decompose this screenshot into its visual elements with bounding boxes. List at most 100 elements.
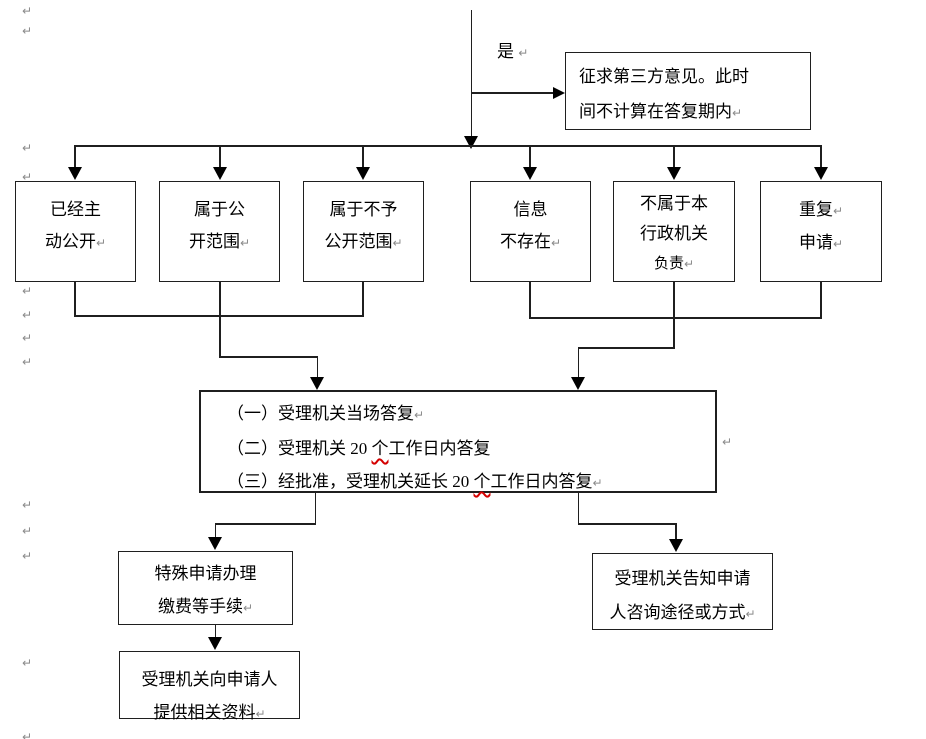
box-text: 属于不予: [329, 200, 398, 219]
box-text: 开范围: [188, 232, 240, 251]
stub-line: [74, 146, 76, 167]
box-text: 缴费等手续: [157, 597, 243, 616]
connector-line: [529, 282, 531, 318]
arrowhead-right-icon: [553, 87, 565, 99]
stub-line: [362, 146, 364, 167]
paragraph-mark: ↵: [518, 46, 529, 60]
stub-line: [219, 146, 221, 167]
box-public-scope: 属于公 开范围↵: [159, 181, 280, 282]
yes-label: 是 ↵: [497, 37, 528, 62]
box-third-party-opinion: 征求第三方意见。此时 间不计算在答复期内↵: [565, 52, 811, 130]
box-text: 受理机关向申请人: [141, 670, 278, 689]
paragraph-mark: ↵: [832, 237, 844, 251]
arrowhead-down-icon: [667, 167, 681, 180]
box-text: 负责: [653, 256, 684, 272]
stub-line: [529, 146, 531, 167]
paragraph-mark: ↵: [22, 549, 33, 563]
box-reply-rules: （一）受理机关当场答复↵ （二）受理机关 20 个工作日内答复 （三）经批准，受…: [199, 390, 717, 493]
paragraph-mark: ↵: [22, 284, 33, 298]
box-text: （三）经批准，受理机关延长 20: [227, 472, 474, 491]
box-text: 提供相关资料: [153, 703, 256, 722]
paragraph-mark: ↵: [722, 435, 733, 449]
box-text: 工作日内答复: [388, 439, 491, 458]
box-text: 特殊申请办理: [154, 564, 257, 583]
arrowhead-down-icon: [68, 167, 82, 180]
paragraph-mark: ↵: [22, 141, 33, 155]
box-non-public-scope: 属于不予 公开范围↵: [303, 181, 424, 282]
box-text: 属于公: [194, 200, 245, 219]
paragraph-mark: ↵: [550, 236, 562, 250]
box-provide-material: 受理机关向申请人 提供相关资料↵: [119, 651, 300, 722]
spellcheck-squiggle-text: 个: [371, 439, 389, 458]
paragraph-mark: ↵: [592, 476, 603, 490]
paragraph-mark: ↵: [392, 236, 403, 250]
arrowhead-down-icon: [571, 377, 585, 390]
paragraph-mark: ↵: [22, 730, 33, 739]
arrowhead-down-icon: [669, 539, 683, 552]
paragraph-mark: ↵: [22, 331, 33, 345]
connector-line: [219, 282, 221, 357]
connector-line: [74, 282, 76, 316]
box-text: 不属于本: [640, 194, 708, 213]
branch-horizontal-line: [472, 92, 555, 94]
paragraph-mark: ↵: [832, 204, 844, 218]
arrowhead-down-icon: [310, 377, 324, 390]
box-text: 公开范围: [324, 232, 393, 251]
paragraph-mark: ↵: [22, 170, 33, 184]
paragraph-mark: ↵: [22, 498, 33, 512]
top-vertical-line: [470, 10, 472, 136]
paragraph-mark: ↵: [22, 308, 33, 322]
connector-line: [675, 523, 677, 540]
paragraph-mark: ↵: [22, 524, 33, 538]
box-repeat-application: 重复↵ 申请↵: [760, 181, 882, 282]
connector-line: [577, 493, 579, 524]
box-not-this-agency: 不属于本 行政机关 负责↵: [613, 181, 735, 282]
connector-line: [578, 347, 675, 349]
connector-line: [362, 282, 364, 316]
connector-line: [673, 282, 675, 348]
box-text: 人咨询途径或方式: [609, 603, 746, 622]
box-already-public: 已经主 动公开↵: [15, 181, 136, 282]
paragraph-mark: ↵: [414, 408, 425, 422]
stub-line: [673, 146, 675, 167]
arrowhead-down-icon: [814, 167, 828, 180]
connector-line: [577, 347, 579, 378]
paragraph-mark: ↵: [745, 607, 756, 621]
paragraph-mark: ↵: [239, 236, 251, 250]
connector-line: [214, 625, 216, 638]
connector-line: [214, 523, 316, 525]
connector-line: [577, 523, 677, 525]
paragraph-mark: ↵: [242, 601, 254, 615]
box-text: 信息: [513, 200, 548, 219]
arrowhead-down-icon: [356, 167, 370, 180]
paragraph-mark: ↵: [22, 656, 33, 670]
connector-line: [529, 317, 822, 319]
main-horizontal-line: [74, 145, 822, 147]
box-text: （一）受理机关当场答复: [227, 404, 414, 423]
box-text: 动公开: [44, 232, 96, 251]
connector-line: [219, 356, 318, 358]
box-text: 重复: [798, 200, 833, 219]
connector-line: [820, 282, 822, 318]
box-text: 不存在: [499, 232, 551, 251]
connector-line: [316, 356, 318, 377]
stub-line: [820, 146, 822, 167]
paragraph-mark: ↵: [683, 257, 695, 271]
paragraph-mark: ↵: [95, 236, 107, 250]
yes-text: 是: [497, 42, 514, 61]
arrowhead-down-icon: [523, 167, 537, 180]
paragraph-mark: ↵: [255, 707, 266, 721]
arrowhead-down-icon: [464, 136, 478, 149]
box-text: 间不计算在答复期内: [579, 102, 732, 121]
paragraph-mark: ↵: [732, 106, 743, 120]
arrowhead-down-icon: [208, 537, 222, 550]
box-text: 受理机关告知申请: [614, 569, 751, 588]
arrowhead-down-icon: [208, 637, 222, 650]
box-text: （二）受理机关 20: [227, 439, 372, 458]
paragraph-mark: ↵: [22, 4, 33, 18]
box-text: 工作日内答复: [490, 472, 593, 491]
paragraph-mark: ↵: [22, 24, 33, 38]
spellcheck-squiggle-text: 个: [473, 472, 491, 491]
box-info-not-exist: 信息 不存在↵: [470, 181, 591, 282]
box-text: 申请: [798, 233, 833, 252]
